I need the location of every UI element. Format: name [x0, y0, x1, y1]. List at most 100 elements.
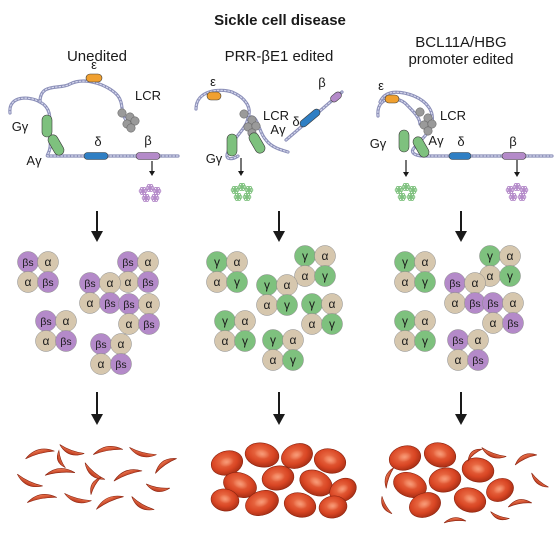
- subunit-label: α: [472, 276, 479, 290]
- subunit-label: γ: [222, 314, 228, 328]
- normal-rbc: [423, 442, 457, 468]
- delta-gene: [299, 108, 321, 128]
- normal-rbc: [428, 467, 462, 493]
- protein-loop: [245, 186, 250, 191]
- subunit-label: βs: [507, 318, 518, 330]
- chromatin-loop-left: [376, 97, 422, 126]
- subunit-label: γ: [302, 249, 308, 263]
- g-gamma-label: Gγ: [12, 119, 29, 134]
- subunit-label: α: [402, 275, 409, 289]
- subunit-label: βs: [40, 316, 51, 328]
- protein-loop: [401, 193, 406, 198]
- subunit-label: α: [63, 314, 70, 328]
- subunit-label: α: [118, 337, 125, 351]
- globin-protein-blob: [517, 193, 527, 201]
- protein-loop: [409, 186, 414, 191]
- subunit-label: γ: [402, 314, 408, 328]
- normal-rbc: [261, 465, 295, 491]
- protein-loop: [506, 186, 511, 191]
- chromatin-fiber-main-highlight: [379, 91, 553, 157]
- rbc-center: [254, 449, 270, 459]
- subunit-label: α: [402, 334, 409, 348]
- subunit-label: α: [222, 334, 229, 348]
- sickle-rbc: [59, 444, 85, 456]
- lcr-bead: [415, 107, 425, 117]
- protein-loop: [412, 189, 417, 194]
- subunit-label: βs: [469, 298, 480, 310]
- subunit-label: α: [290, 333, 297, 347]
- subunit-label: βs: [452, 335, 463, 347]
- sickle-rbc: [467, 448, 484, 462]
- subunit-label: α: [107, 276, 114, 290]
- protein-loop: [145, 194, 150, 199]
- flow-arrow-head: [273, 231, 285, 242]
- globin-subunit: [110, 353, 132, 375]
- red-blood-cells: [17, 442, 549, 524]
- subunit-label: α: [270, 353, 277, 367]
- globin-subunit: [234, 330, 256, 352]
- g-gamma-gene: [41, 114, 53, 138]
- lcr-bead: [130, 116, 140, 126]
- globin-subunit: [502, 312, 524, 334]
- protein-loop: [521, 196, 526, 201]
- lcr-bead: [117, 108, 127, 118]
- subunit-label: α: [452, 296, 459, 310]
- normal-rbc: [486, 478, 514, 502]
- flow-arrow-head: [455, 414, 467, 425]
- protein-loop: [231, 186, 236, 191]
- subunit-label: βs: [22, 257, 33, 269]
- lcr-bead: [251, 121, 261, 131]
- subunit-label: α: [214, 275, 221, 289]
- subunit-label: βs: [104, 298, 115, 310]
- rbc-center: [437, 474, 452, 484]
- a-gamma-gene: [412, 136, 430, 158]
- g-gamma-label: Gγ: [370, 136, 387, 151]
- protein-loop: [142, 187, 147, 192]
- normal-rbc: [318, 495, 348, 519]
- beta-label: β: [318, 75, 325, 90]
- protein-loop: [509, 186, 514, 191]
- globin-subunit: [137, 271, 159, 293]
- globin-protein-blob: [512, 183, 522, 191]
- a-gamma-gene: [248, 132, 266, 154]
- normal-rbc: [461, 457, 495, 483]
- sickle-rbc: [113, 469, 143, 482]
- sickle-rbc: [64, 493, 92, 504]
- protein-loop: [248, 189, 253, 194]
- subunit-label: βs: [142, 277, 153, 289]
- subunit-label: α: [25, 275, 32, 289]
- globin-subunit: [414, 330, 436, 352]
- subunit-label: γ: [242, 334, 248, 348]
- subunit-label: γ: [329, 317, 335, 331]
- protein-loop: [234, 186, 239, 191]
- protein-loop: [149, 187, 154, 192]
- a-gamma-label: Aγ: [428, 133, 444, 148]
- protein-loop: [512, 193, 517, 198]
- chromatin-loop-left-highlight: [377, 98, 421, 125]
- subunit-label: α: [487, 269, 494, 283]
- epsilon-label: ε: [378, 78, 384, 93]
- subunit-label: βs: [122, 257, 133, 269]
- protein-loop: [156, 187, 161, 192]
- beta-label: β: [509, 134, 516, 149]
- lcr-label: LCR: [440, 108, 466, 123]
- protein-loop: [509, 193, 514, 198]
- sickle-rbc: [145, 483, 170, 492]
- rbc-center: [397, 452, 412, 463]
- subunit-label: α: [322, 249, 329, 263]
- rbc-center: [218, 494, 232, 504]
- rbc-center: [293, 499, 308, 510]
- subunit-label: α: [490, 316, 497, 330]
- protein-loop: [246, 193, 251, 198]
- delta-label: δ: [94, 134, 101, 149]
